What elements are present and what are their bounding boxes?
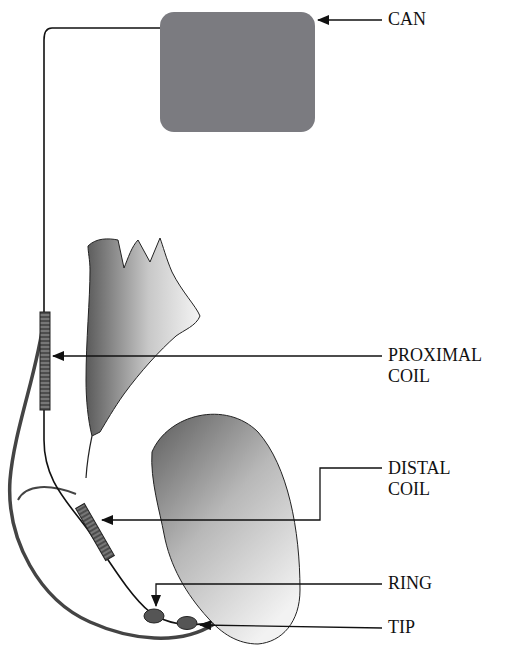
proximal-coil: [40, 312, 50, 410]
right-atrium: [86, 238, 200, 436]
right-ventricle: [152, 414, 300, 644]
leader-arrow: [200, 625, 382, 628]
tip-electrode: [177, 617, 197, 630]
icd-lead: [44, 28, 212, 625]
proximal-coil-label: PROXIMAL COIL: [388, 345, 500, 387]
can-housing: [160, 12, 315, 132]
leader-arrow: [318, 19, 382, 20]
distal-coil: [76, 504, 115, 561]
ring-label: RING: [388, 573, 508, 594]
leader-arrow: [102, 468, 382, 520]
ring-electrode: [144, 609, 164, 623]
grey-lead-branch: [18, 487, 76, 500]
distal-coil-label: DISTAL COIL: [388, 458, 488, 500]
can-label: CAN: [388, 9, 508, 30]
vena-cava: [86, 436, 92, 478]
leader-arrow: [53, 355, 382, 356]
leader-arrow: [156, 584, 382, 606]
tip-label: TIP: [388, 617, 508, 638]
